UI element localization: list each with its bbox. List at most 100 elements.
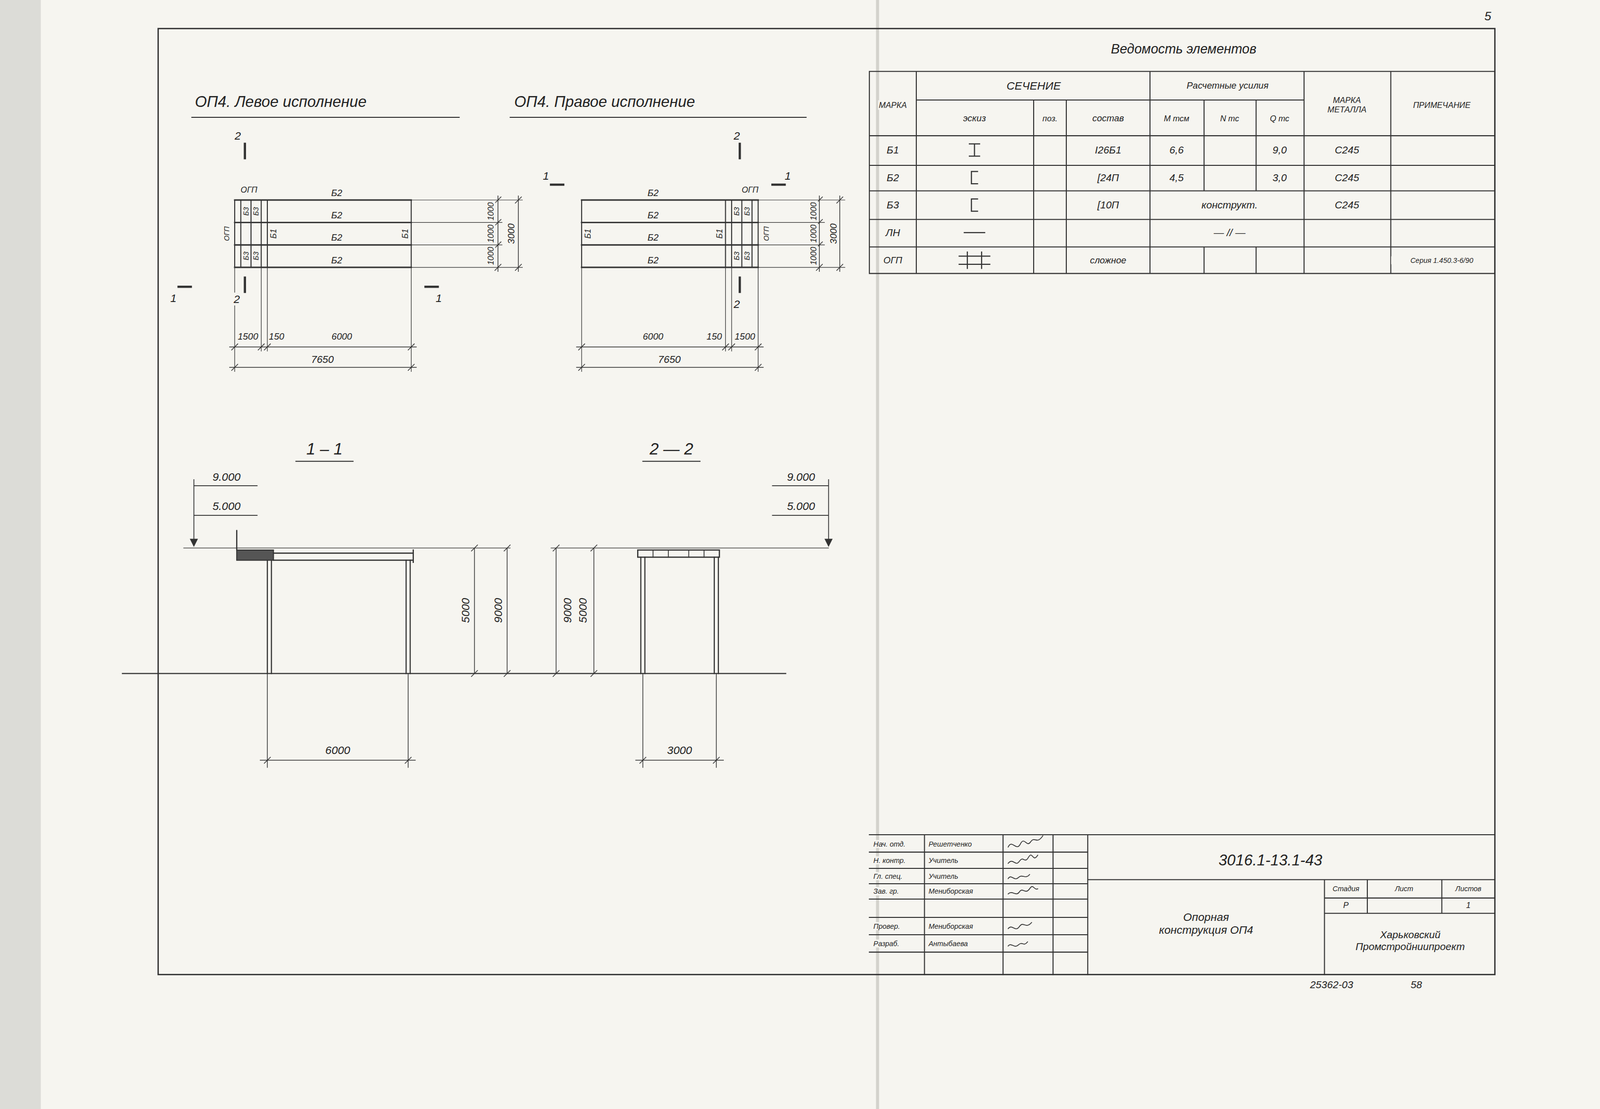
section-1-1 <box>236 550 274 561</box>
title-block-entry: Мениборская <box>927 887 975 896</box>
dimension: 3000 <box>828 222 839 245</box>
table-cell: I26Б1 <box>1094 144 1123 156</box>
organization-name: Харьковский Промстройниипроект <box>1327 929 1494 953</box>
table-header: М тсм <box>1162 113 1191 124</box>
dimension: 6000 <box>330 331 353 343</box>
element-schedule-table <box>869 71 1496 274</box>
drawing-sheet <box>0 0 1496 1109</box>
dimension: 1000 <box>808 200 818 222</box>
section-1-1 <box>260 545 511 768</box>
plan-left <box>234 200 412 268</box>
dimension: 9000 <box>491 596 505 624</box>
plan-left <box>229 344 417 371</box>
element-mark: ОГП <box>239 185 259 195</box>
table-cell: С245 <box>1333 144 1360 156</box>
plan-right <box>550 144 846 372</box>
table-header: Расчетные усилия <box>1185 80 1270 91</box>
element-mark: Б3 <box>241 250 250 262</box>
section-2-2 <box>652 550 704 557</box>
plan-left <box>495 196 522 272</box>
table-header: состав <box>1091 112 1125 124</box>
dimension: 7650 <box>309 353 335 366</box>
table-cell: Серия 1.450.3-6/90 <box>1391 255 1494 265</box>
dimension: 3000 <box>666 743 694 757</box>
element-mark: Б1 <box>583 227 593 240</box>
section-1-1 <box>236 530 414 563</box>
table-cell: Б3 <box>885 199 900 211</box>
table-header: эскиз <box>961 112 987 124</box>
section-marker: 1 <box>541 168 550 182</box>
section-2-2 <box>550 461 833 768</box>
table-cell: С245 <box>1333 199 1360 211</box>
section-1-1 <box>267 560 411 674</box>
section-2-2 <box>640 556 719 674</box>
document-code: 3016.1-13.1-43 <box>1217 851 1324 870</box>
element-mark: Б3 <box>241 205 250 217</box>
title-block-entry: Учитель <box>927 871 960 881</box>
dimension: 1000 <box>486 200 496 222</box>
table-cell: конструкт. <box>1200 199 1259 211</box>
title-block-cell: 1 <box>1465 900 1472 910</box>
title-block-entry: Н. контр. <box>872 855 907 865</box>
drawing-name: Опорная конструкция ОП4 <box>1153 910 1258 937</box>
element-mark: ОГП <box>740 185 760 195</box>
archive-number: 58 <box>1409 978 1424 991</box>
table-cell: Б1 <box>885 144 900 156</box>
section-2-2 <box>552 545 724 768</box>
title-block-entry: Мениборская <box>927 921 975 931</box>
element-mark: ОГП <box>762 225 771 242</box>
title-block-entry: Гл. спец. <box>872 871 904 881</box>
element-mark: Б1 <box>400 227 410 240</box>
title-block-entry: Разраб. <box>872 939 900 948</box>
plan-right <box>581 200 759 268</box>
section-marker: 1 <box>783 168 793 182</box>
table-header: МАРКА МЕТАЛЛА <box>1317 95 1376 115</box>
plan-left <box>178 144 439 293</box>
table-header: ПРИМЕЧАНИЕ <box>1411 100 1472 110</box>
element-mark: Б3 <box>732 205 742 217</box>
dimension: 150 <box>267 331 286 343</box>
section-marker: 2 <box>233 129 243 143</box>
dimension: 3000 <box>505 222 517 245</box>
element-mark: Б3 <box>743 250 752 262</box>
table-header: поз. <box>1041 113 1059 124</box>
title-block-entry: Решетченко <box>927 839 973 849</box>
element-mark: Б2 <box>646 254 660 266</box>
dimension: 1000 <box>808 223 818 245</box>
element-mark: Б1 <box>268 227 279 240</box>
table-cell: ЛН <box>884 226 901 239</box>
plan-right <box>550 144 785 293</box>
title-block-cell: Лист <box>1394 884 1415 894</box>
element-mark: Б2 <box>646 209 660 221</box>
elevation-mark: 9.000 <box>786 470 817 484</box>
scan-background <box>0 0 878 1109</box>
elevation-mark: 5.000 <box>786 499 817 513</box>
plan-right <box>581 267 759 372</box>
page-number: 5 <box>1483 9 1493 24</box>
element-schedule-table <box>869 71 1496 274</box>
plan-left <box>178 144 523 372</box>
dimension: 150 <box>705 331 723 343</box>
section-1-1 <box>122 461 786 768</box>
section-marker: 2 <box>232 292 242 306</box>
title-block <box>869 834 1496 975</box>
element-mark: Б2 <box>646 232 660 244</box>
element-mark: Б2 <box>646 187 660 199</box>
element-mark: Б1 <box>714 227 725 240</box>
title-block-entry: Антыбаева <box>927 939 969 948</box>
element-mark: Б2 <box>330 187 344 199</box>
elevation-mark: 5.000 <box>211 499 242 513</box>
table-cell: 3,0 <box>1271 171 1288 184</box>
title-block <box>869 834 1496 975</box>
section-title: 1 – 1 <box>305 439 344 459</box>
title-block-cell: Стадия <box>1331 884 1361 894</box>
title-block-cell: Р <box>1342 900 1350 910</box>
title-block-entry: Провер. <box>872 921 901 931</box>
element-mark: Б2 <box>330 209 344 221</box>
dimension: 1500 <box>236 331 259 343</box>
title-block-entry: Учитель <box>927 855 960 865</box>
section-1-1 <box>194 479 258 542</box>
plan-left <box>411 200 523 268</box>
dimension: 5000 <box>576 596 590 624</box>
